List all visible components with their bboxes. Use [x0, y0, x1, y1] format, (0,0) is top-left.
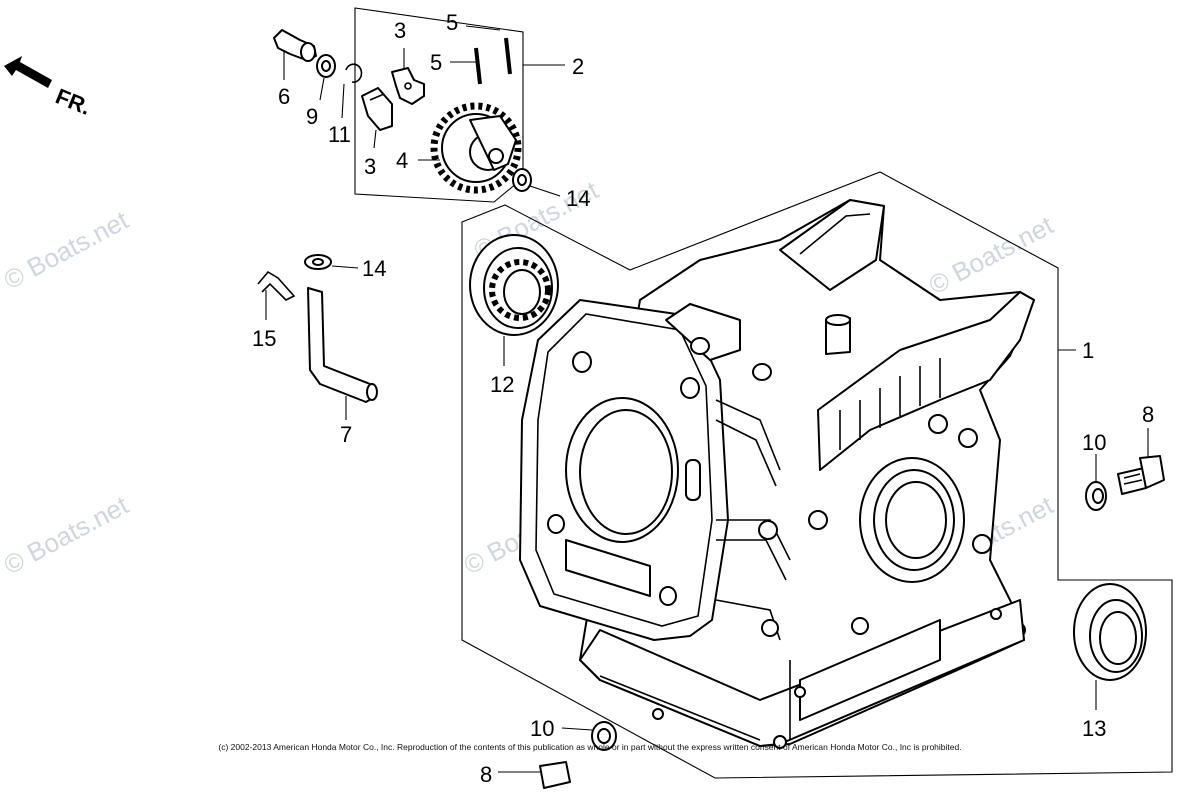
- governor-parts: [273, 29, 532, 194]
- callout-11: 11: [328, 122, 351, 147]
- sealing-washer-icon: [591, 721, 617, 751]
- callout-9: 9: [306, 104, 318, 129]
- drain-bolt-icon: [1117, 455, 1165, 495]
- assembly-frames: [354, 7, 1173, 779]
- governor-cap-icon: [273, 29, 317, 62]
- governor-shaft-parts: [257, 254, 378, 403]
- crankshaft-bearing-icon: [469, 234, 559, 336]
- governor-gear-icon: [430, 102, 522, 194]
- callout-8: 8: [480, 762, 492, 787]
- callout-1: 1: [1082, 338, 1094, 363]
- oil-seal-icon: [1073, 583, 1147, 681]
- retaining-clip-icon: [345, 63, 363, 83]
- callout-labels: 1 2 3 3 4 5 5 6 7 8 8 9 10 10 11 12 13 1…: [252, 10, 1154, 787]
- callout-7: 7: [340, 422, 352, 447]
- crankcase-icon: [519, 199, 1035, 749]
- washer-icon: [512, 168, 532, 192]
- watermark: © Boats.net: [924, 209, 1059, 300]
- pin-icon: [474, 37, 512, 85]
- callout-4: 4: [396, 148, 408, 173]
- governor-weight-icon: [391, 67, 425, 105]
- callout-10: 10: [1082, 430, 1106, 455]
- callout-6: 6: [278, 84, 290, 109]
- washer-icon: [304, 254, 332, 270]
- watermark: © Boats.net: [0, 204, 134, 295]
- callout-3: 3: [394, 18, 406, 43]
- callout-2: 2: [572, 54, 584, 79]
- drain-bolt-icon: [539, 761, 571, 789]
- sealing-washer-icon: [1085, 481, 1107, 511]
- callout-5: 5: [446, 10, 458, 35]
- callout-3: 3: [364, 154, 376, 179]
- callout-10: 10: [530, 716, 554, 741]
- direction-label: FR.: [52, 83, 94, 119]
- front-direction-arrow-icon: FR.: [4, 56, 94, 120]
- washer-icon: [316, 54, 336, 78]
- callout-8: 8: [1142, 402, 1154, 427]
- governor-shaft-icon: [307, 287, 378, 403]
- callout-14: 14: [362, 256, 386, 281]
- governor-shaft-clip-icon: [257, 270, 296, 301]
- leader-lines: [265, 25, 1149, 773]
- callout-13: 13: [1082, 716, 1106, 741]
- callout-15: 15: [252, 326, 276, 351]
- callout-12: 12: [490, 372, 514, 397]
- governor-weight-icon: [361, 87, 393, 131]
- copyright-notice: (c) 2002-2013 American Honda Motor Co., …: [218, 742, 962, 752]
- watermark: © Boats.net: [0, 489, 134, 580]
- callout-14: 14: [566, 186, 590, 211]
- callout-5: 5: [430, 50, 442, 75]
